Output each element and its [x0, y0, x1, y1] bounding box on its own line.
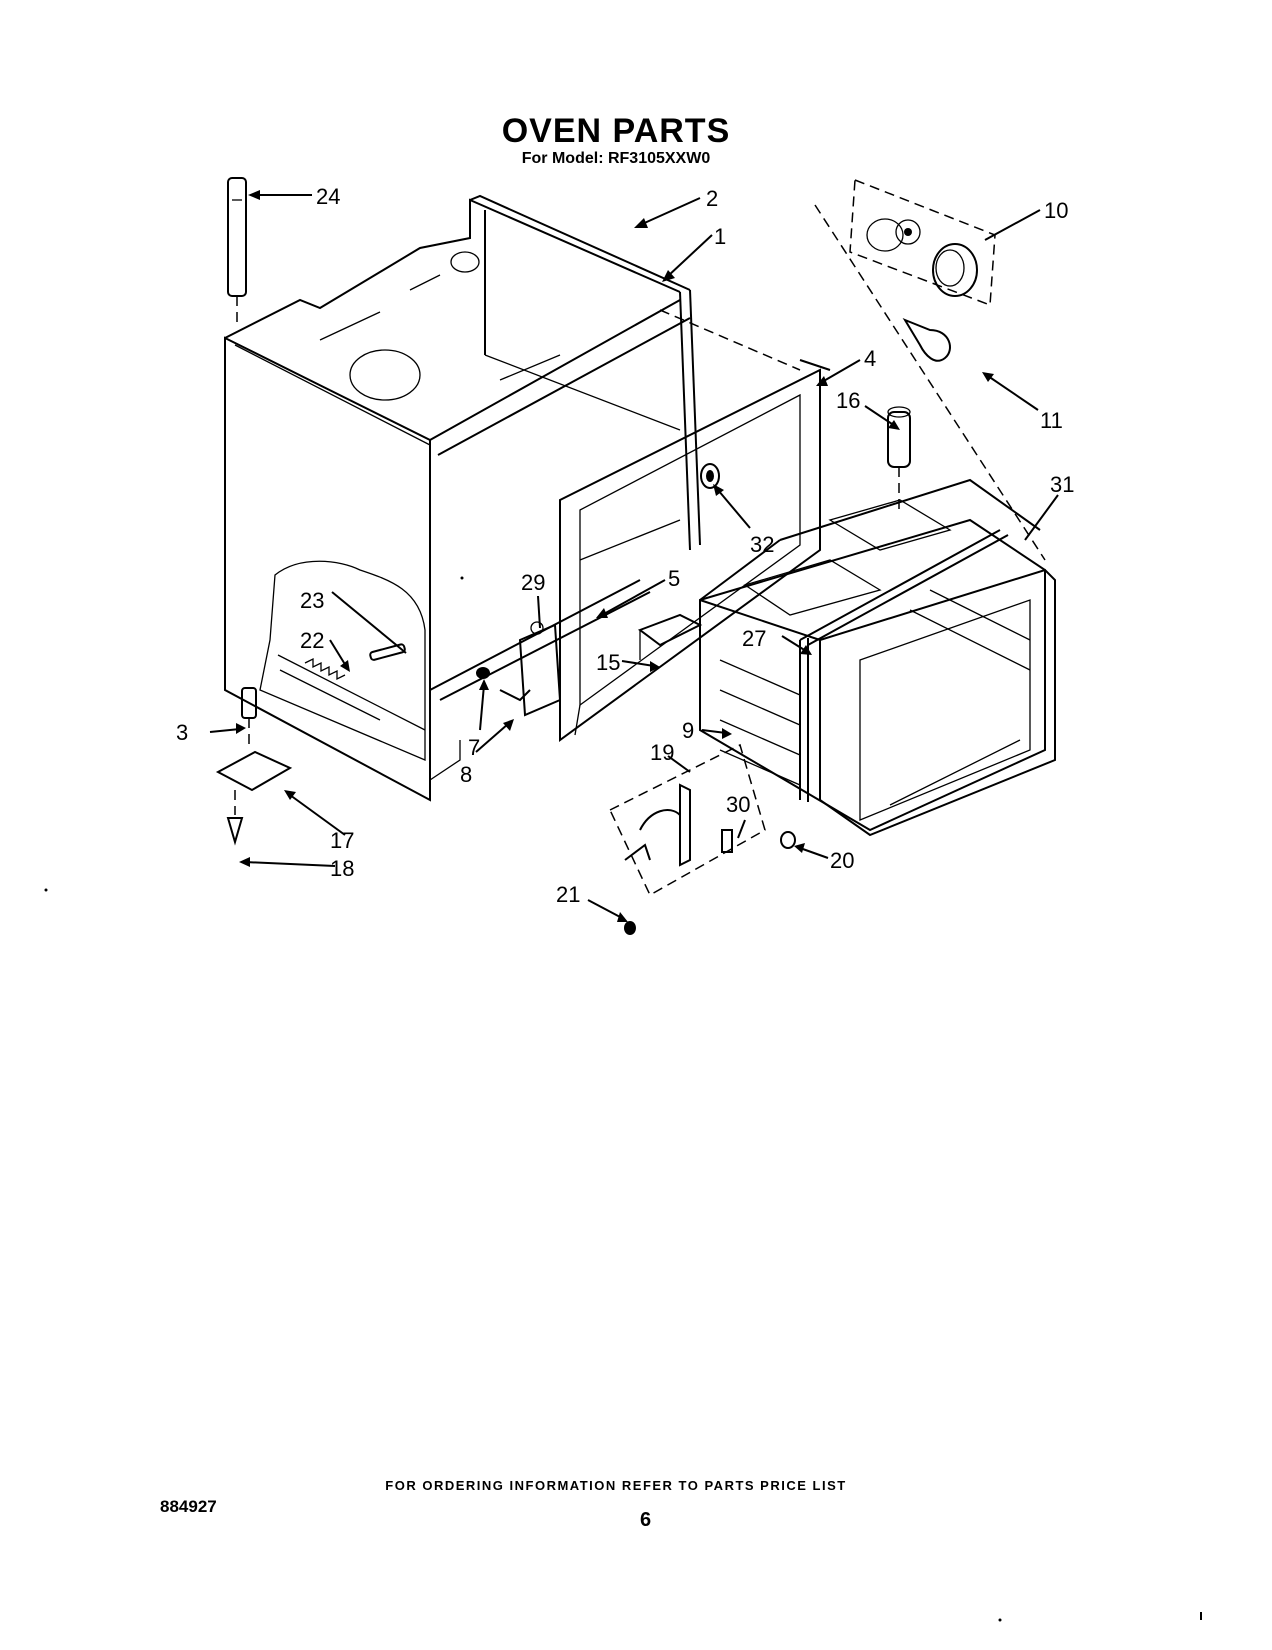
latch-parts: [476, 621, 562, 717]
callout-4: 4: [864, 346, 876, 371]
front-frame: [559, 359, 831, 742]
callout-31: 31: [1050, 472, 1074, 497]
callout-27: 27: [742, 626, 766, 651]
callout-30: 30: [726, 792, 750, 817]
page-title: OVEN PARTS: [501, 112, 731, 150]
callout-labels: 24 2 1 10 4 16 11 31 32 29 5 23 22 27 15…: [176, 184, 1074, 907]
callout-32: 32: [750, 532, 774, 557]
callout-17: 17: [330, 828, 354, 853]
callout-19: 19: [650, 740, 674, 765]
callout-9: 9: [682, 718, 694, 743]
part-32-grommet: [700, 463, 720, 489]
callout-20: 20: [830, 848, 854, 873]
callout-5: 5: [668, 566, 680, 591]
leveling-leg-assembly: [215, 687, 293, 846]
callout-24: 24: [316, 184, 340, 209]
callout-10: 10: [1044, 198, 1068, 223]
model-subtitle: For Model: RF3105XXW0: [521, 150, 711, 167]
oven-liner: [699, 478, 1056, 837]
callout-1: 1: [714, 224, 726, 249]
callout-23: 23: [300, 588, 324, 613]
screws-20-21: [624, 831, 796, 935]
leader-lines: [209, 190, 1059, 922]
part-16-post: [887, 406, 911, 510]
callout-29: 29: [521, 570, 545, 595]
callout-7: 7: [468, 735, 480, 760]
callout-21: 21: [556, 882, 580, 907]
callout-15: 15: [596, 650, 620, 675]
oven-cabinet: [224, 194, 701, 802]
callout-11: 11: [1040, 408, 1063, 433]
callout-2: 2: [706, 186, 718, 211]
part-15-bracket: [637, 613, 703, 660]
light-assembly: [814, 178, 1046, 561]
diagram-number: 884927: [160, 1497, 217, 1516]
callout-3: 3: [176, 720, 188, 745]
callout-16: 16: [836, 388, 860, 413]
page-number: 6: [640, 1509, 652, 1531]
callout-18: 18: [330, 856, 354, 881]
callout-22: 22: [300, 628, 324, 653]
callout-8: 8: [460, 762, 472, 787]
door-springs: [304, 643, 406, 681]
part-24-hinge: [227, 177, 247, 325]
hinge-assembly-box: [609, 743, 766, 897]
ordering-note: FOR ORDERING INFORMATION REFER TO PARTS …: [385, 1478, 847, 1493]
